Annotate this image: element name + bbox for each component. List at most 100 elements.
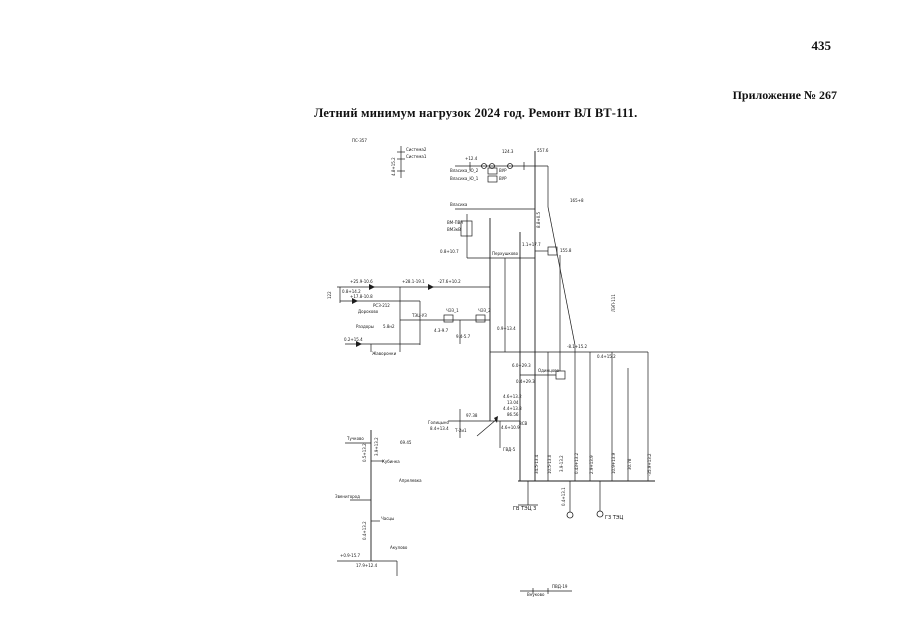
generator-icon [489, 163, 495, 169]
diagram-label: 0.5+13.2 [362, 443, 367, 462]
transformer-box-icon [460, 220, 473, 237]
diagram-label: 2.9+13.9 [589, 455, 594, 474]
diagram-label: +28.1-19.1 [402, 279, 425, 284]
diagram-label: 124.3 [502, 149, 514, 154]
diagram-label: 9.4-5.7 [456, 334, 471, 339]
diagram-label: 17.9+12.4 [356, 563, 378, 568]
appendix-label: Приложение № 267 [732, 88, 837, 102]
diagram-label: 97.38 [466, 413, 478, 418]
diagram-label: Власиха_Ю_2 [450, 168, 479, 173]
diagram-label: +25.9-10.6 [350, 279, 373, 284]
diagram-label: Т-2и1 [454, 428, 467, 433]
diagram-label: ЛЭП-111 [611, 294, 616, 312]
diagram-label: 155.8 [560, 248, 572, 253]
diagram-label: 8.4+13.4 [430, 426, 449, 431]
diagram-label: Одинцово [538, 368, 560, 373]
diagram-label: 0.4+13.1 [561, 487, 566, 506]
diagram-label: Дорохово [358, 309, 379, 314]
diagram-label: 3.9-13.2 [559, 455, 564, 472]
diagram-label: 4.8+15.2 [391, 157, 396, 176]
diagram-label: -27.6+10.2 [438, 279, 461, 284]
diagram-label: Часцы [381, 516, 394, 521]
diagram-label: 3.9+13.2 [374, 437, 379, 456]
diagram-label: 557.6 [537, 148, 549, 153]
diagram-label: ВСВ [519, 421, 528, 426]
diagram-label: Система2 [406, 147, 427, 152]
diagram-label: ПС-357 [352, 138, 367, 143]
flow-arrow-icon [356, 341, 362, 347]
diagram-label: ВУР [499, 168, 507, 173]
diagram-label: 0.8+14.2 [342, 289, 361, 294]
diagram-label: Раздоры [356, 324, 374, 329]
transformer-box-icon [555, 370, 566, 380]
diagram-label: 4.6+10.9 [501, 425, 520, 430]
transformer-box-icon [547, 246, 558, 256]
generator-icon [566, 511, 574, 519]
generator-icon [596, 510, 604, 518]
diagram-label: 69.45 [400, 440, 412, 445]
flow-arrow-icon [494, 416, 498, 423]
diagram-label: 4.3-9.7 [434, 328, 449, 333]
diagram-label: +0.9-15.7 [340, 553, 361, 558]
diagram-label: 8.8+0.5 [536, 211, 541, 228]
diagram-label: 10.5-13.0 [547, 454, 552, 474]
diagram-label: ЧЭЗ_1 [446, 308, 459, 313]
diagram-label: -8.1+15.2 [567, 344, 588, 349]
generator-icon [481, 163, 487, 169]
diagram-label: Акулово [390, 545, 408, 550]
diagram-label: 1.1+17.7 [522, 242, 541, 247]
transformer-box-icon [443, 314, 454, 323]
transformer-box-icon [487, 167, 498, 175]
transformer-box-icon [487, 175, 498, 183]
diagram-title: Летний минимум нагрузок 2024 год. Ремонт… [314, 106, 638, 120]
diagram-label: 86.56 [507, 412, 519, 417]
diagram-label: 0.2+15.4 [344, 337, 363, 342]
diagram-label: Голицыно [428, 420, 450, 425]
diagram-label: Власиха [450, 202, 468, 207]
diagram-line [476, 418, 498, 437]
diagram-label: 0.4+29.3 [516, 379, 535, 384]
diagram-label: 0.8+10.7 [440, 249, 459, 254]
diagram-label: 165+8 [570, 198, 584, 203]
diagram-label: 10.9+13.9 [611, 452, 616, 474]
flow-arrow-icon [352, 298, 358, 304]
diagram-label: Звенигород [335, 494, 360, 499]
diagram-label: 0.4+13.2 [362, 521, 367, 540]
diagram-label: Перхушково [492, 251, 519, 256]
diagram-label: 13.04 [507, 400, 519, 405]
diagram-label: ГВ ТЭЦ 3 [513, 506, 536, 512]
flow-arrow-icon [369, 284, 375, 290]
diagram-label: ГВД-5 [503, 447, 516, 452]
diagram-label: ВМ-ПВА [447, 220, 463, 225]
diagram-label: Жаворонки [372, 351, 397, 356]
transformer-box-icon [475, 314, 486, 323]
diagram-label: 34.5-13.4 [534, 454, 539, 474]
diagram-label: Тучково [346, 436, 364, 441]
diagram-label: Кубинка [382, 459, 400, 464]
diagram-label: 0.4+15.2 [597, 354, 616, 359]
diagram-label: ЧЭЗ_2 [478, 308, 491, 313]
diagram-label: 5.8н2 [383, 324, 395, 329]
diagram-label: ВУР [499, 176, 507, 181]
diagram-label: ТЭЦ-УЗ [411, 313, 427, 318]
diagram-label: 0.9+13.4 [497, 326, 516, 331]
diagram-label: ПВД-19 [552, 584, 568, 589]
diagram-label: Апрелевка [399, 478, 422, 483]
diagram-label: ВМ3кВ [447, 227, 461, 232]
generator-icon [507, 163, 513, 169]
diagram-label: РСЗ-212 [373, 303, 390, 308]
page-number: 435 [811, 38, 832, 53]
diagram-label: 30.78 [627, 458, 632, 470]
diagram-label: +17.8-10.8 [350, 294, 373, 299]
diagram-label: ГЗ ТЭЦ [605, 515, 623, 521]
diagram-label: +12.4 [465, 156, 478, 161]
diagram-label: Власиха_Ю_1 [450, 176, 479, 181]
diagram-label: 0.43+13.2 [574, 452, 579, 474]
flow-arrow-icon [428, 284, 434, 290]
diagram-label: Система1 [406, 154, 427, 159]
diagram-label: 4.6+13.2 [503, 394, 522, 399]
diagram-line [547, 206, 576, 346]
diagram-label: Внуково [527, 592, 545, 597]
diagram-label: -35.9+13.2 [647, 453, 652, 476]
